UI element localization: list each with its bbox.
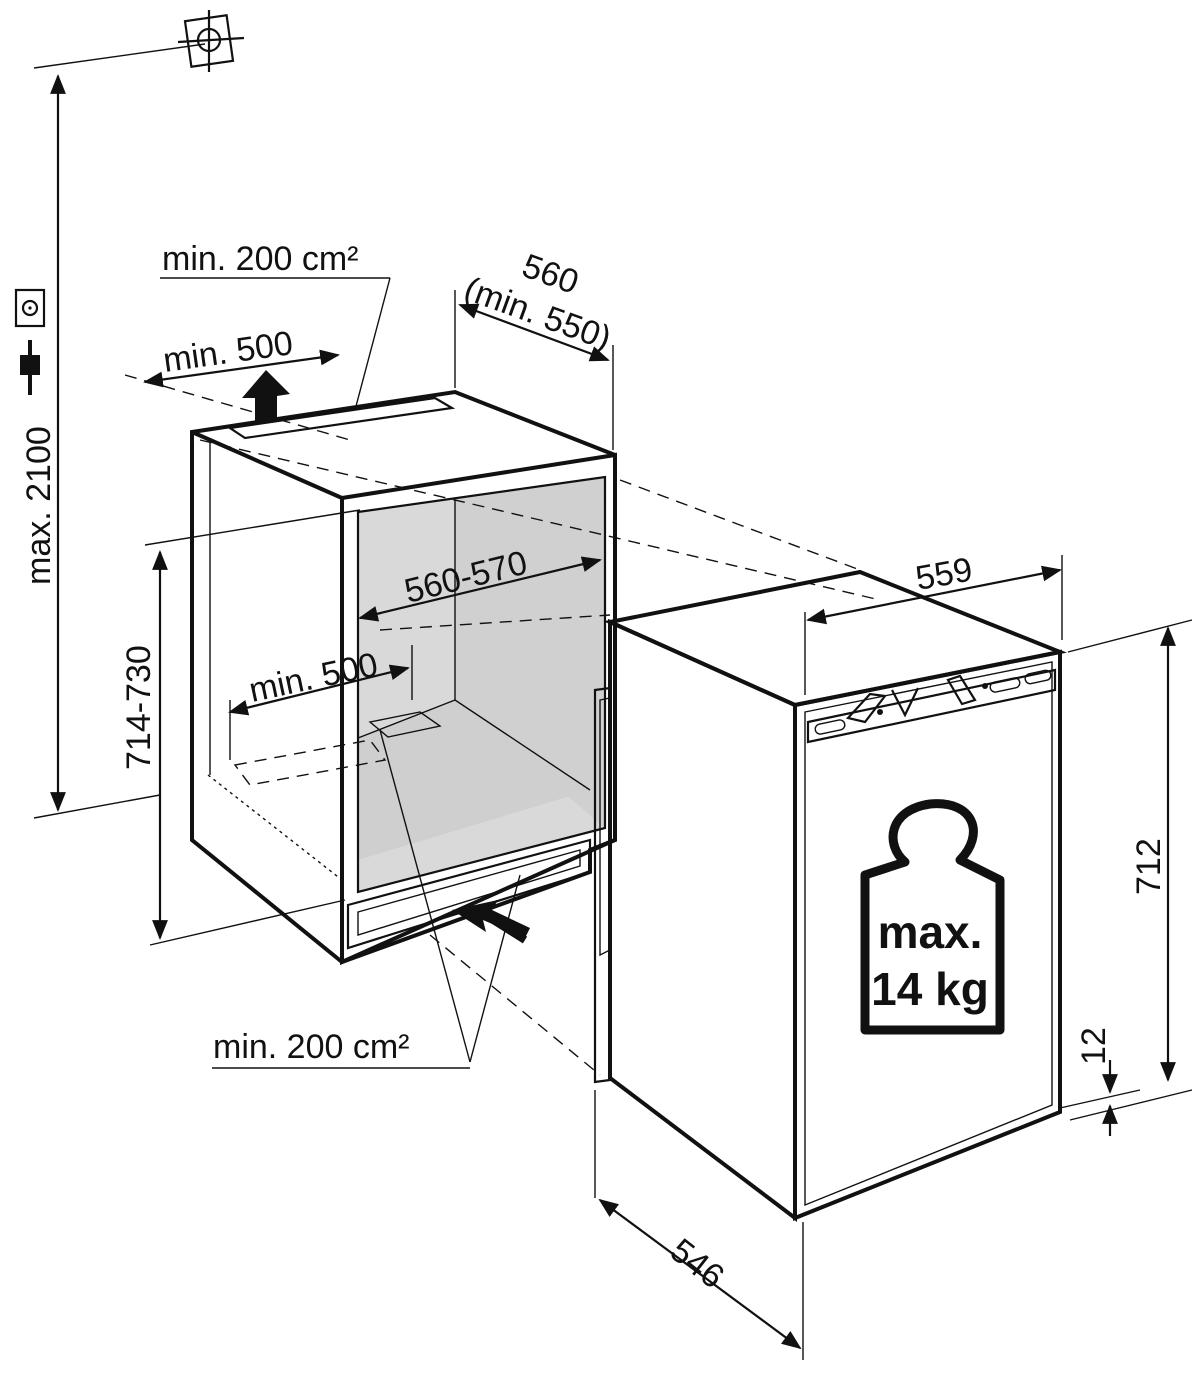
vent-top-area-callout: min. 200 cm² xyxy=(160,240,391,411)
alignment-lines xyxy=(124,374,881,1076)
appliance-depth-label: 546 xyxy=(663,1231,731,1296)
vent-bottom-area-callout: min. 200 cm² xyxy=(212,729,521,1069)
vent-top xyxy=(227,396,456,440)
plug-icon xyxy=(20,340,40,395)
appliance-height-dimension: 712 xyxy=(1067,619,1193,1121)
control-panel xyxy=(806,668,1057,744)
vent-bottom xyxy=(357,849,581,936)
vent-top-width-dimension: min. 500 xyxy=(143,324,340,388)
crosshair-icon xyxy=(177,10,245,72)
appliance-height-label: 712 xyxy=(1130,838,1168,895)
niche-height-dimension: 714-730 xyxy=(120,509,361,946)
max-height-dimension: max. 2100 xyxy=(20,43,206,819)
appliance-width-dimension: 559 xyxy=(804,551,1063,695)
appliance-depth-dimension: 546 xyxy=(594,1090,804,1360)
niche-height-label: 714-730 xyxy=(120,645,158,770)
arrow-in-icon xyxy=(452,900,530,944)
plinth-gap-label: 12 xyxy=(1075,1027,1113,1065)
max-height-label: max. 2100 xyxy=(20,426,58,585)
niche-width-dimension: 560 (min. 550) xyxy=(454,247,616,450)
weight-line2-label: 14 kg xyxy=(871,963,989,1015)
socket-icon xyxy=(14,288,46,328)
vent-bottom-area-label: min. 200 cm² xyxy=(213,1028,410,1066)
vent-top-area-label: min. 200 cm² xyxy=(162,240,359,278)
vent-top-width-label: min. 500 xyxy=(161,324,295,380)
appliance-width-label: 559 xyxy=(913,551,975,598)
weight-icon: max. 14 kg xyxy=(860,799,1005,1035)
plinth-gap-dimension: 12 xyxy=(1059,1027,1141,1136)
arrow-up-icon xyxy=(242,370,290,422)
weight-line1-label: max. xyxy=(878,906,983,958)
